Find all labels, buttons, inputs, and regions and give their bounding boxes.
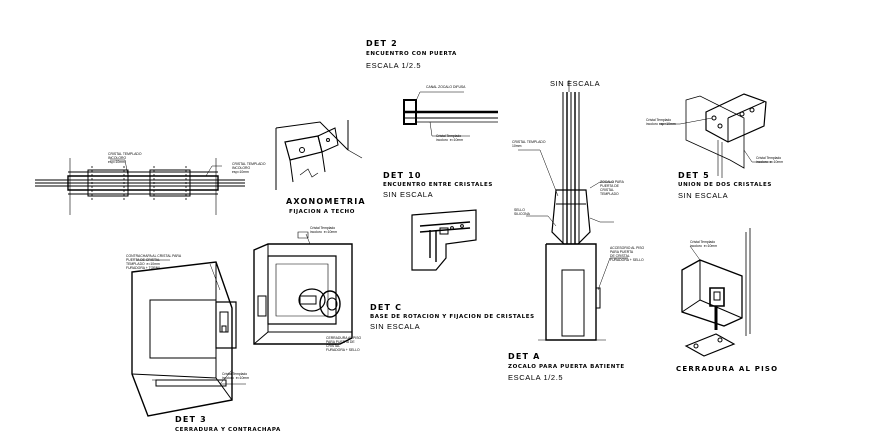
note-contrachapa: CONTRACHAPA AL CRISTAL PARA PUERTA DE CR…	[126, 254, 182, 270]
door-junction-drawing	[404, 92, 498, 136]
det2-title: DET 2	[366, 39, 398, 48]
note-canal: CANAL ZOCALO DIFUSA	[426, 85, 466, 89]
det10-title: DET 10	[383, 171, 422, 180]
note-glass-1: CRISTAL TEMPLADO INCOLORO esp=10mm	[108, 152, 142, 164]
note-glass-det3: Cristal Templado incoloro e=10mm	[222, 372, 250, 380]
deta-scale: ESCALA 1/2.5	[508, 373, 564, 382]
det5-title: DET 5	[678, 171, 710, 180]
glass-encounter-drawing	[412, 210, 476, 270]
floor-lock-drawing	[682, 228, 750, 356]
note-glass-piso: Cristal Templado incoloro e=10mm	[690, 240, 718, 248]
note-glass-deta: CRISTAL TEMPLADO 10mm	[512, 140, 546, 148]
det3-subtitle: CERRADURA Y CONTRACHAPA	[175, 427, 281, 433]
det2-scale: ESCALA 1/2.5	[366, 61, 422, 70]
detc-title: DET C	[370, 303, 403, 312]
two-glass-union-drawing	[660, 94, 772, 178]
note-sello: SELLO SILICONA	[514, 208, 530, 216]
note-cerradura: CERRADURA AL PISO PARA PUERTA DE CRISTAL…	[326, 336, 362, 352]
detc-scale: SIN ESCALA	[370, 322, 421, 331]
detc-subtitle: BASE DE ROTACION Y FIJACION DE CRISTALES	[370, 314, 535, 320]
door-patch-fitting-section-drawing	[518, 80, 628, 340]
note-glass-det5-b: Cristal Templado incoloro e=10mm	[756, 156, 784, 164]
floor-lock-title: CERRADURA AL PISO	[676, 365, 779, 373]
det5-scale: SIN ESCALA	[678, 191, 729, 200]
lock-and-strike-plate-drawing	[132, 260, 246, 416]
det10-scale: SIN ESCALA	[383, 190, 434, 199]
note-glass-2: CRISTAL TEMPLADO INCOLORO esp=10mm	[232, 162, 266, 174]
note-zocalo: ZOCALO PARA PUERTA DE CRISTAL TEMPLADO	[600, 180, 624, 196]
ceiling-fixation-axonometric-drawing	[276, 120, 362, 190]
det2-subtitle: ENCUENTRO CON PUERTA	[366, 51, 457, 57]
det3-title: DET 3	[175, 415, 207, 424]
deta-title: DET A	[508, 352, 541, 361]
note-glass-det5-a: Cristal Templado incoloro esp=10mm	[646, 118, 676, 126]
note-glass-detc: Cristal Templado incoloro e=10mm	[310, 226, 338, 234]
note-glass-det2: Cristal Templado incoloro e=10mm	[436, 134, 464, 142]
note-accesorio: ACCESORIO AL PISO PARA PUERTA DE CRISTAL…	[610, 246, 645, 262]
det10-subtitle: ENCUENTRO ENTRE CRISTALES	[383, 182, 493, 188]
axo-subtitle: FIJACION A TECHO	[289, 209, 355, 215]
glass-joint-section-drawing	[35, 158, 245, 215]
axo-title: AXONOMETRIA	[286, 197, 366, 206]
deta-subtitle: ZOCALO PARA PUERTA BATIENTE	[508, 364, 625, 370]
det5-subtitle: UNION DE DOS CRISTALES	[678, 182, 772, 188]
center-scale: SIN ESCALA	[550, 79, 601, 88]
pivot-base-lock-drawing	[254, 232, 352, 344]
